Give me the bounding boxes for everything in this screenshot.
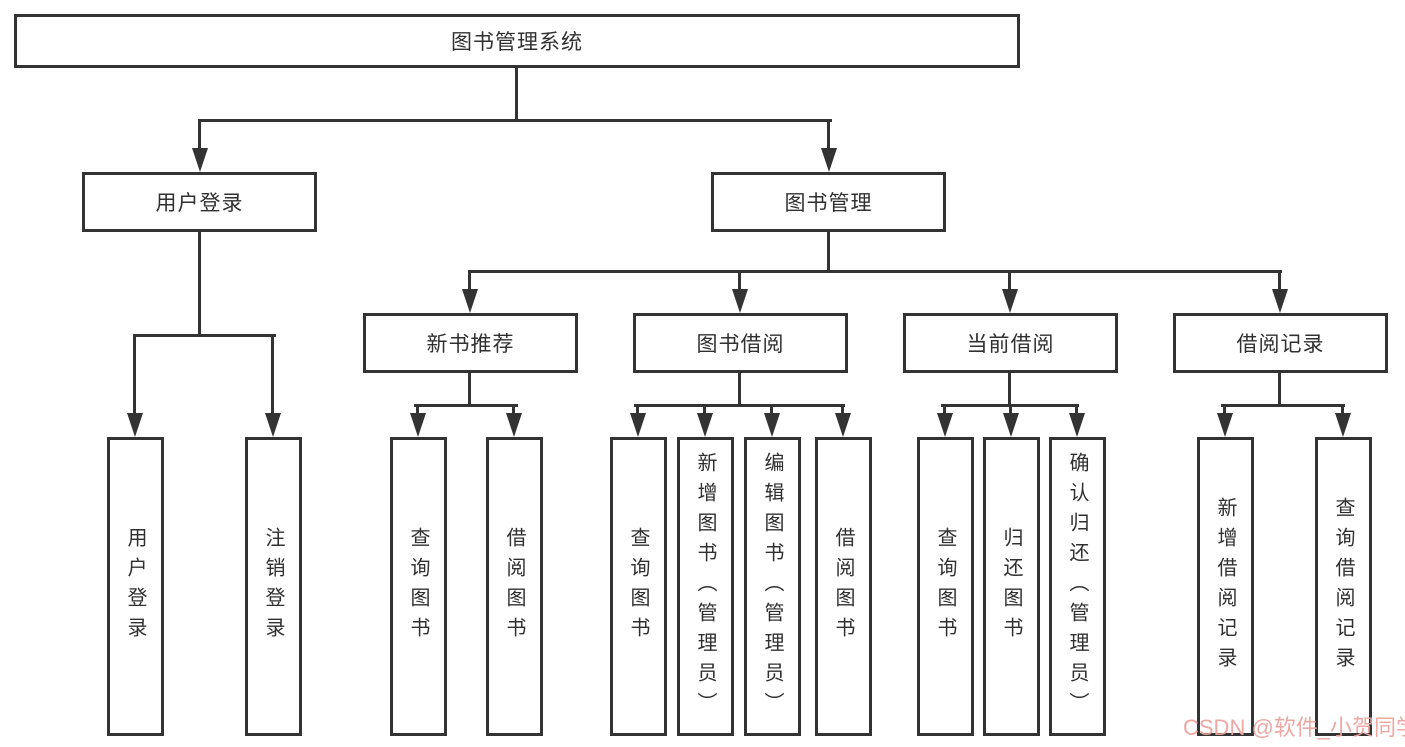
- node-current-borrowing-label: 当前借阅: [966, 333, 1055, 356]
- edge-line: [1221, 404, 1345, 407]
- edge-line: [133, 334, 136, 415]
- edge-line: [133, 334, 276, 337]
- leaf-logout-label: 注销登录: [262, 526, 284, 647]
- edge-line: [943, 404, 946, 415]
- edge-line: [634, 404, 845, 407]
- edge-line: [468, 373, 471, 406]
- edge-line: [770, 404, 773, 415]
- leaf-add-borrow-record: 新增借阅记录: [1197, 437, 1254, 736]
- arrowhead: [835, 413, 851, 437]
- node-book-management: 图书管理: [711, 172, 946, 232]
- arrowhead: [937, 413, 953, 437]
- leaf-return-book-label: 归还图书: [1000, 526, 1022, 647]
- edge-line: [414, 404, 518, 407]
- node-book-management-label: 图书管理: [784, 192, 873, 215]
- edge-line: [636, 404, 639, 415]
- arrowhead: [821, 148, 837, 172]
- arrowhead: [462, 289, 478, 313]
- leaf-borrow-books-recommend: 借阅图书: [486, 437, 543, 736]
- edge-line: [738, 270, 741, 291]
- leaf-query-borrow-record: 查询借阅记录: [1315, 437, 1372, 736]
- leaf-add-borrow-record-label: 新增借阅记录: [1214, 496, 1236, 677]
- edge-line: [515, 68, 518, 121]
- arrowhead: [764, 413, 780, 437]
- edge-line: [198, 232, 201, 336]
- arrowhead: [410, 413, 426, 437]
- edge-line: [827, 232, 830, 272]
- node-user-login-label: 用户登录: [155, 192, 244, 215]
- leaf-query-borrow-record-label: 查询借阅记录: [1332, 496, 1354, 677]
- edge-line: [1341, 404, 1344, 415]
- arrowhead: [192, 148, 208, 172]
- leaf-query-books-current: 查询图书: [917, 437, 974, 736]
- leaf-query-books-recommend: 查询图书: [390, 437, 447, 736]
- leaf-borrow-books-borrowing: 借阅图书: [815, 437, 872, 736]
- leaf-borrow-books-borrowing-label: 借阅图书: [832, 526, 854, 647]
- leaf-return-book: 归还图书: [983, 437, 1040, 736]
- arrowhead: [1002, 289, 1018, 313]
- edge-line: [271, 334, 274, 415]
- arrowhead: [697, 413, 713, 437]
- arrowhead: [732, 289, 748, 313]
- edge-line: [1008, 373, 1011, 406]
- edge-line: [703, 404, 706, 415]
- leaf-edit-book-admin-label: 编辑图书（管理员）: [761, 451, 783, 722]
- arrowhead: [1003, 413, 1019, 437]
- edge-line: [1008, 270, 1011, 291]
- leaf-borrow-books-recommend-label: 借阅图书: [503, 526, 525, 647]
- leaf-logout: 注销登录: [245, 437, 302, 736]
- node-book-borrowing-label: 图书借阅: [696, 333, 785, 356]
- edge-line: [416, 404, 419, 415]
- leaf-confirm-return-admin: 确认归还（管理员）: [1049, 437, 1106, 736]
- arrowhead: [265, 413, 281, 437]
- leaf-edit-book-admin: 编辑图书（管理员）: [744, 437, 801, 736]
- leaf-query-books-borrowing-label: 查询图书: [627, 526, 649, 647]
- arrowhead: [506, 413, 522, 437]
- leaf-confirm-return-admin-label: 确认归还（管理员）: [1066, 451, 1088, 722]
- edge-line: [468, 270, 1282, 273]
- leaf-query-books-recommend-label: 查询图书: [407, 526, 429, 647]
- node-new-book-recommend-label: 新书推荐: [426, 333, 515, 356]
- edge-line: [468, 270, 471, 291]
- node-current-borrowing: 当前借阅: [903, 313, 1118, 373]
- leaf-add-book-admin-label: 新增图书（管理员）: [694, 451, 716, 722]
- edge-line: [198, 119, 201, 150]
- leaf-query-books-borrowing: 查询图书: [610, 437, 667, 736]
- node-root: 图书管理系统: [14, 14, 1020, 68]
- edge-line: [512, 404, 515, 415]
- csdn-watermark: CSDN @软件_小贺同学: [1183, 715, 1405, 740]
- edge-line: [1009, 404, 1012, 415]
- edge-line: [1278, 270, 1281, 291]
- edge-line: [827, 119, 830, 150]
- edge-line: [1075, 404, 1078, 415]
- arrowhead: [1335, 413, 1351, 437]
- node-new-book-recommend: 新书推荐: [363, 313, 578, 373]
- edge-line: [198, 119, 832, 122]
- arrowhead: [630, 413, 646, 437]
- leaf-query-books-current-label: 查询图书: [934, 526, 956, 647]
- arrowhead: [1217, 413, 1233, 437]
- edge-line: [1278, 373, 1281, 406]
- arrowhead: [1069, 413, 1085, 437]
- node-user-login: 用户登录: [82, 172, 317, 232]
- node-root-label: 图书管理系统: [451, 31, 583, 54]
- node-book-borrowing: 图书借阅: [633, 313, 848, 373]
- arrowhead: [1272, 289, 1288, 313]
- edge-line: [1223, 404, 1226, 415]
- leaf-user-login: 用户登录: [107, 437, 164, 736]
- leaf-add-book-admin: 新增图书（管理员）: [677, 437, 734, 736]
- node-borrow-records-label: 借阅记录: [1236, 333, 1325, 356]
- arrowhead: [127, 413, 143, 437]
- edge-line: [841, 404, 844, 415]
- node-borrow-records: 借阅记录: [1173, 313, 1388, 373]
- leaf-user-login-label: 用户登录: [124, 526, 146, 647]
- edge-line: [738, 373, 741, 406]
